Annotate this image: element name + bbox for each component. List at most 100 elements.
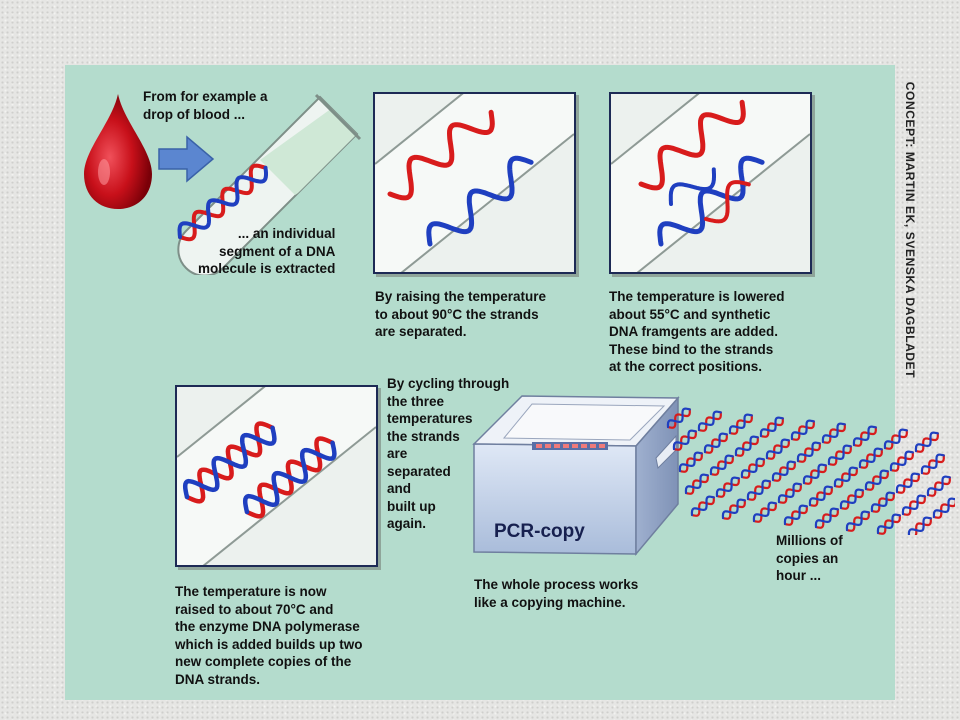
dna-strand-red (914, 432, 939, 453)
dna-strand-blue (808, 485, 833, 507)
dna-strand-red (870, 492, 895, 513)
dna-strand-red (796, 442, 821, 463)
dna-strand-blue (814, 507, 839, 529)
dna-strand-red (814, 508, 839, 529)
dna-strand-red (765, 439, 790, 460)
dna-strand-blue (177, 165, 268, 239)
dna-strand-red (827, 445, 852, 466)
blood-caption: From for example a drop of blood ... (143, 89, 268, 122)
dna-strand-red (932, 498, 955, 519)
dna-strand-red (864, 470, 889, 491)
dna-strand-blue (734, 435, 759, 457)
dna-strand-red (926, 476, 951, 497)
dna-strand-red (709, 455, 734, 476)
dna-strand-red (889, 451, 914, 472)
dna-strand-red (802, 464, 827, 485)
dna-strand-red (821, 423, 846, 444)
dna-strand-blue (839, 488, 864, 510)
dna-strand-red (771, 461, 796, 482)
output-caption-text: Millions of copies an hour ... (776, 533, 843, 583)
extend-caption: The temperature is now raised to about 7… (175, 584, 363, 687)
dna-strand-red (740, 458, 765, 479)
dna-strand-red (783, 505, 808, 526)
separated-strands-diagram (387, 109, 534, 247)
dna-strand-blue (703, 432, 728, 454)
test-tube-icon (177, 93, 362, 275)
dna-strand-blue (852, 425, 877, 447)
dna-strand-blue (827, 444, 852, 466)
dna-strand-blue (802, 463, 827, 485)
dna-strand-red (876, 514, 901, 535)
dna-strand-red (858, 448, 883, 469)
dna-strand-blue (721, 498, 746, 520)
dna-strand-blue (777, 482, 802, 504)
dna-strand-blue (864, 469, 889, 491)
dna-strand-blue (697, 410, 722, 432)
dna-strand-blue (783, 504, 808, 526)
dna-strand-blue (690, 495, 715, 517)
denature-caption: By raising the temperature to about 90°C… (375, 289, 547, 339)
dna-strand-red (895, 473, 920, 494)
right-arrow-icon (158, 135, 215, 183)
dna-copies-stream (666, 407, 955, 535)
dna-strand-blue (771, 460, 796, 482)
dna-strand-red (852, 426, 877, 447)
dna-strand-blue (883, 428, 908, 450)
dna-strand-red (833, 467, 858, 488)
dna-strand-blue (790, 419, 815, 441)
denature-panel (373, 92, 576, 274)
dna-strand-red (908, 517, 932, 535)
dna-strand-red (759, 417, 784, 438)
dna-strand-red (715, 477, 740, 498)
pcr-machine-icon (472, 395, 680, 557)
dna-strand-red (920, 454, 945, 475)
machine-caption: The whole process works like a copying m… (474, 577, 639, 610)
dna-strand-red (690, 496, 715, 517)
dna-strand-red (703, 433, 728, 454)
dna-strand-blue (895, 472, 920, 494)
dna-strand-red (697, 411, 722, 432)
dna-strand-blue (657, 155, 765, 247)
dna-strand-blue (752, 501, 777, 523)
dna-strand-blue (932, 497, 955, 519)
dna-strand-red (901, 495, 926, 516)
dna-strand-red (790, 420, 815, 441)
dna-strand-red (721, 499, 746, 520)
dna-strand-red (672, 430, 697, 451)
primer-red (704, 180, 751, 224)
extract-caption: ... an individual segment of a DNA molec… (198, 226, 336, 276)
dna-strand-red (839, 489, 864, 510)
dna-strand-red (387, 109, 495, 201)
dna-strand-blue (746, 479, 771, 501)
credit-text: CONCEPT: MARTIN EK, SVENSKA DAGBLADET (903, 81, 917, 379)
primer-binding-diagram (638, 99, 765, 247)
dna-strand-red (666, 408, 691, 429)
dna-strand-red (808, 486, 833, 507)
dna-strand-blue (914, 431, 939, 453)
blood-drop-icon (84, 94, 152, 209)
dna-strand-blue (926, 475, 951, 497)
dna-strand-blue (715, 476, 740, 498)
dna-strand-blue (870, 491, 895, 513)
dna-strand-red (684, 474, 709, 495)
dna-strand-blue (845, 510, 870, 532)
output-caption: Millions of copies an hour ... (776, 532, 843, 585)
dna-strand-blue (426, 155, 534, 247)
dna-strand-blue (796, 441, 821, 463)
two-copies-diagram (182, 421, 337, 519)
dna-strand-red (728, 414, 753, 435)
anneal-caption: The temperature is lowered about 55°C an… (609, 289, 785, 374)
dna-strand-blue (709, 454, 734, 476)
tube-dna-helix (177, 163, 268, 242)
cycle-caption: By cycling through the three temperature… (387, 376, 510, 531)
dna-strand-red (678, 452, 703, 473)
dna-strand-blue (740, 457, 765, 479)
primer-blue (668, 167, 716, 206)
dna-strand-blue (672, 429, 697, 451)
dna-strand-blue (901, 494, 926, 516)
dna-strand-blue (666, 407, 691, 429)
dna-strand-blue (889, 450, 914, 472)
anneal-panel (609, 92, 812, 274)
dna-strand-blue (765, 438, 790, 460)
dna-strand-blue (678, 451, 703, 473)
